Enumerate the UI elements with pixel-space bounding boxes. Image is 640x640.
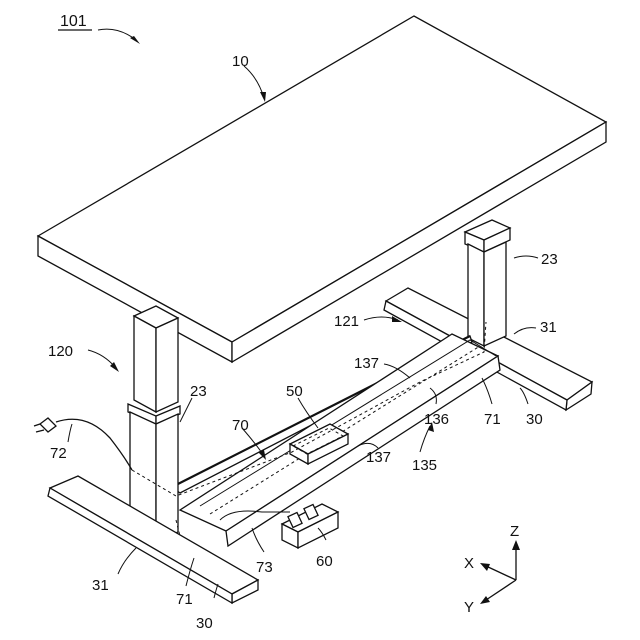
label-foot-right: 31 (540, 319, 557, 336)
label-plug-cable: 72 (50, 445, 67, 462)
label-leg-right: 23 (541, 251, 558, 268)
right-leg (465, 220, 510, 346)
table-top (38, 16, 606, 362)
label-leg-left: 23 (190, 383, 207, 400)
axis-indicator (480, 540, 520, 604)
hand-switch (282, 504, 338, 548)
label-control-box: 50 (286, 383, 303, 400)
label-desk-overall: 120 (48, 343, 73, 360)
label-base-right: 30 (526, 411, 543, 428)
label-switch: 60 (316, 553, 333, 570)
label-base-left: 30 (196, 615, 213, 632)
power-cord (34, 418, 132, 470)
label-duct: 135 (412, 457, 437, 474)
axis-label-x: X (464, 555, 474, 572)
label-channel: 136 (424, 411, 449, 428)
label-cable-end-right: 71 (484, 411, 501, 428)
label-switch-cable: 73 (256, 559, 273, 576)
figure-number: 101 (60, 13, 87, 30)
left-leg (128, 306, 180, 542)
label-table-top: 10 (232, 53, 249, 70)
label-cable-end-left: 71 (176, 591, 193, 608)
label-cover-rear: 137 (354, 355, 379, 372)
label-foot-left: 31 (92, 577, 109, 594)
axis-label-y: Y (464, 599, 474, 616)
label-frame-rear: 121 (334, 313, 359, 330)
label-cable: 70 (232, 417, 249, 434)
axis-label-z: Z (510, 523, 519, 540)
label-cover-front: 137 (366, 449, 391, 466)
